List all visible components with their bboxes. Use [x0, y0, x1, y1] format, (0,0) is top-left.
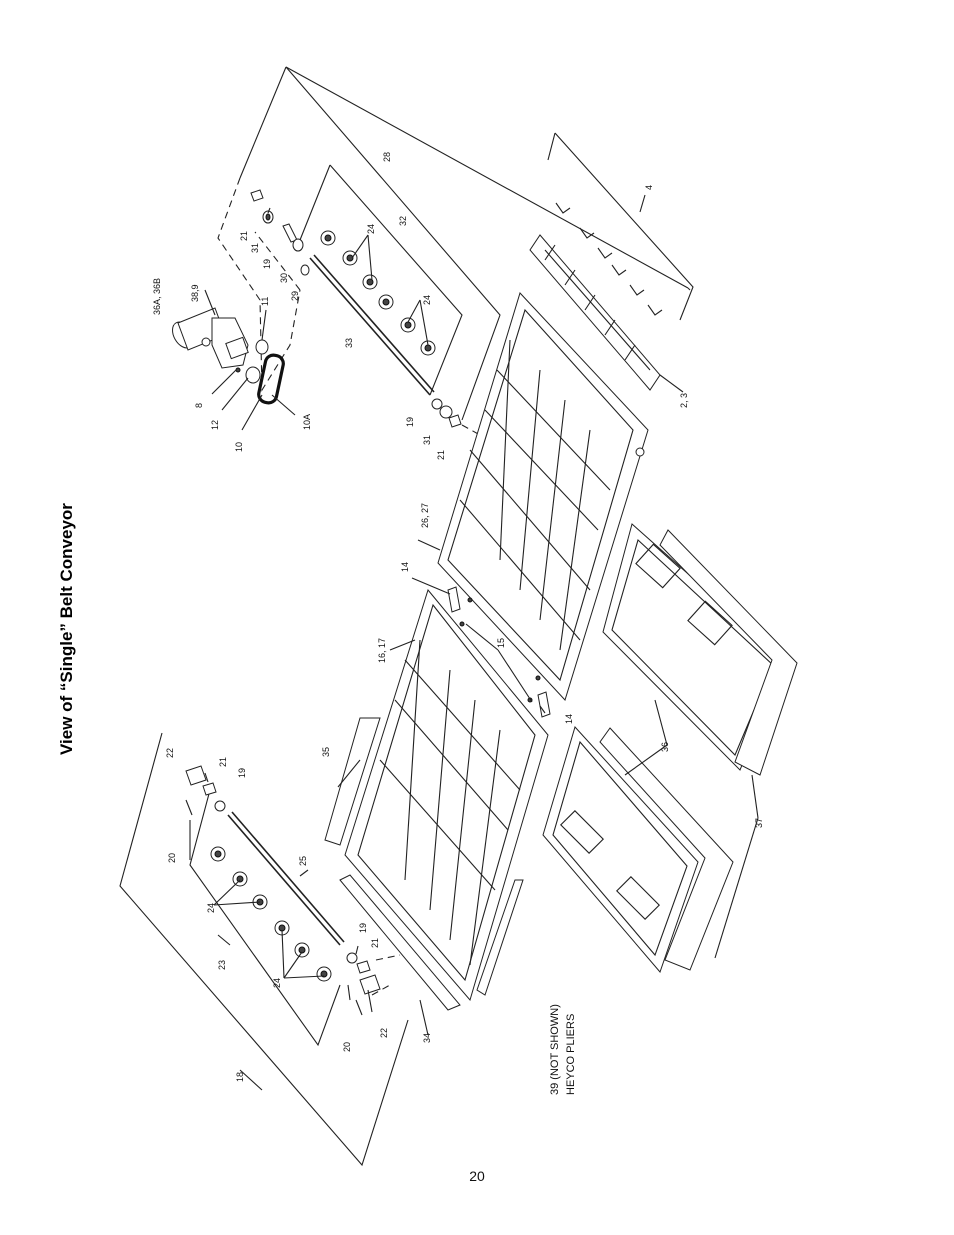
callout-2-3: 2, 3: [679, 393, 689, 408]
callout-22-top: 22: [165, 748, 175, 758]
callout-34: 34: [422, 1033, 432, 1043]
callout-20-top: 20: [167, 853, 177, 863]
sprocket-set-top: [320, 230, 436, 356]
drive-shaft: [309, 230, 436, 396]
callout-20-bottom: 20: [342, 1042, 352, 1052]
callout-21-left: 21: [218, 757, 228, 767]
callout-14-top: 14: [400, 562, 410, 572]
callout-24-a: 24: [206, 903, 216, 913]
note-line-2: HEYCO PLIERS: [565, 1014, 577, 1095]
callout-37: 37: [754, 818, 764, 828]
sprocket-set-bottom: [210, 846, 332, 982]
hinge-hardware: [447, 586, 551, 718]
callout-14-bottom: 14: [564, 714, 574, 724]
callout-19-top: 19: [262, 259, 272, 269]
callout-29: 29: [290, 291, 300, 301]
callout-10: 10: [234, 442, 244, 452]
callout-35: 35: [321, 747, 331, 757]
gear-motor: [172, 307, 249, 373]
shaft-hardware-bottom: [431, 398, 462, 428]
leader-lines: [189, 194, 759, 1091]
left-conveyor-frame: [344, 588, 549, 1002]
side-guard-35: [324, 717, 381, 846]
callout-30: 30: [279, 273, 289, 283]
callout-33: 33: [344, 338, 354, 348]
drive-chain: [245, 339, 285, 405]
callout-36a-36b: 36A, 36B: [152, 278, 162, 315]
callout-19-mid: 19: [405, 417, 415, 427]
side-channel-34: [339, 874, 524, 1011]
callout-21-bottom: 21: [370, 938, 380, 948]
callout-19-bottom: 19: [358, 923, 368, 933]
right-conveyor-frame: [437, 292, 649, 701]
idler-assembly: [119, 732, 409, 1167]
callout-10a: 10A: [302, 414, 312, 430]
drive-assembly: [172, 66, 691, 436]
callout-12: 12: [210, 420, 220, 430]
belt-section: [529, 234, 661, 391]
callout-labels: 2, 3 4 8 10 10A 11 12 14 14 15 16, 17 18…: [152, 152, 764, 1082]
callout-8: 8: [194, 403, 204, 408]
belt-clips: [547, 132, 694, 321]
callout-16-17: 16, 17: [377, 638, 387, 663]
not-shown-note: 39 (NOT SHOWN) HEYCO PLIERS: [549, 1004, 577, 1095]
callout-24-d: 24: [422, 295, 432, 305]
callout-28: 28: [382, 152, 392, 162]
callout-25: 25: [298, 856, 308, 866]
callout-4: 4: [644, 185, 654, 190]
callout-31-mid: 31: [422, 435, 432, 445]
callout-23: 23: [217, 960, 227, 970]
shaft-hardware-top: [250, 189, 310, 276]
callout-22-bottom: 22: [379, 1028, 389, 1038]
diagram-title: View of “Single” Belt Conveyor: [57, 503, 76, 755]
callout-26-27: 26, 27: [420, 503, 430, 528]
callout-15: 15: [496, 638, 506, 648]
callout-18: 18: [235, 1072, 245, 1082]
callout-24-c: 24: [366, 224, 376, 234]
callout-24-b: 24: [272, 978, 282, 988]
callout-11: 11: [260, 297, 270, 306]
callout-31-top: 31: [250, 243, 260, 253]
note-line-1: 39 (NOT SHOWN): [549, 1004, 561, 1095]
callout-21-mid: 21: [436, 450, 446, 460]
page-number: 20: [469, 1168, 485, 1184]
callout-32: 32: [398, 216, 408, 226]
end-panels: [542, 523, 798, 973]
callout-19-left: 19: [237, 768, 247, 778]
callout-38-9: 38,9: [190, 284, 200, 302]
callout-36: 36: [660, 742, 670, 752]
callout-21-top: 21: [239, 231, 249, 241]
